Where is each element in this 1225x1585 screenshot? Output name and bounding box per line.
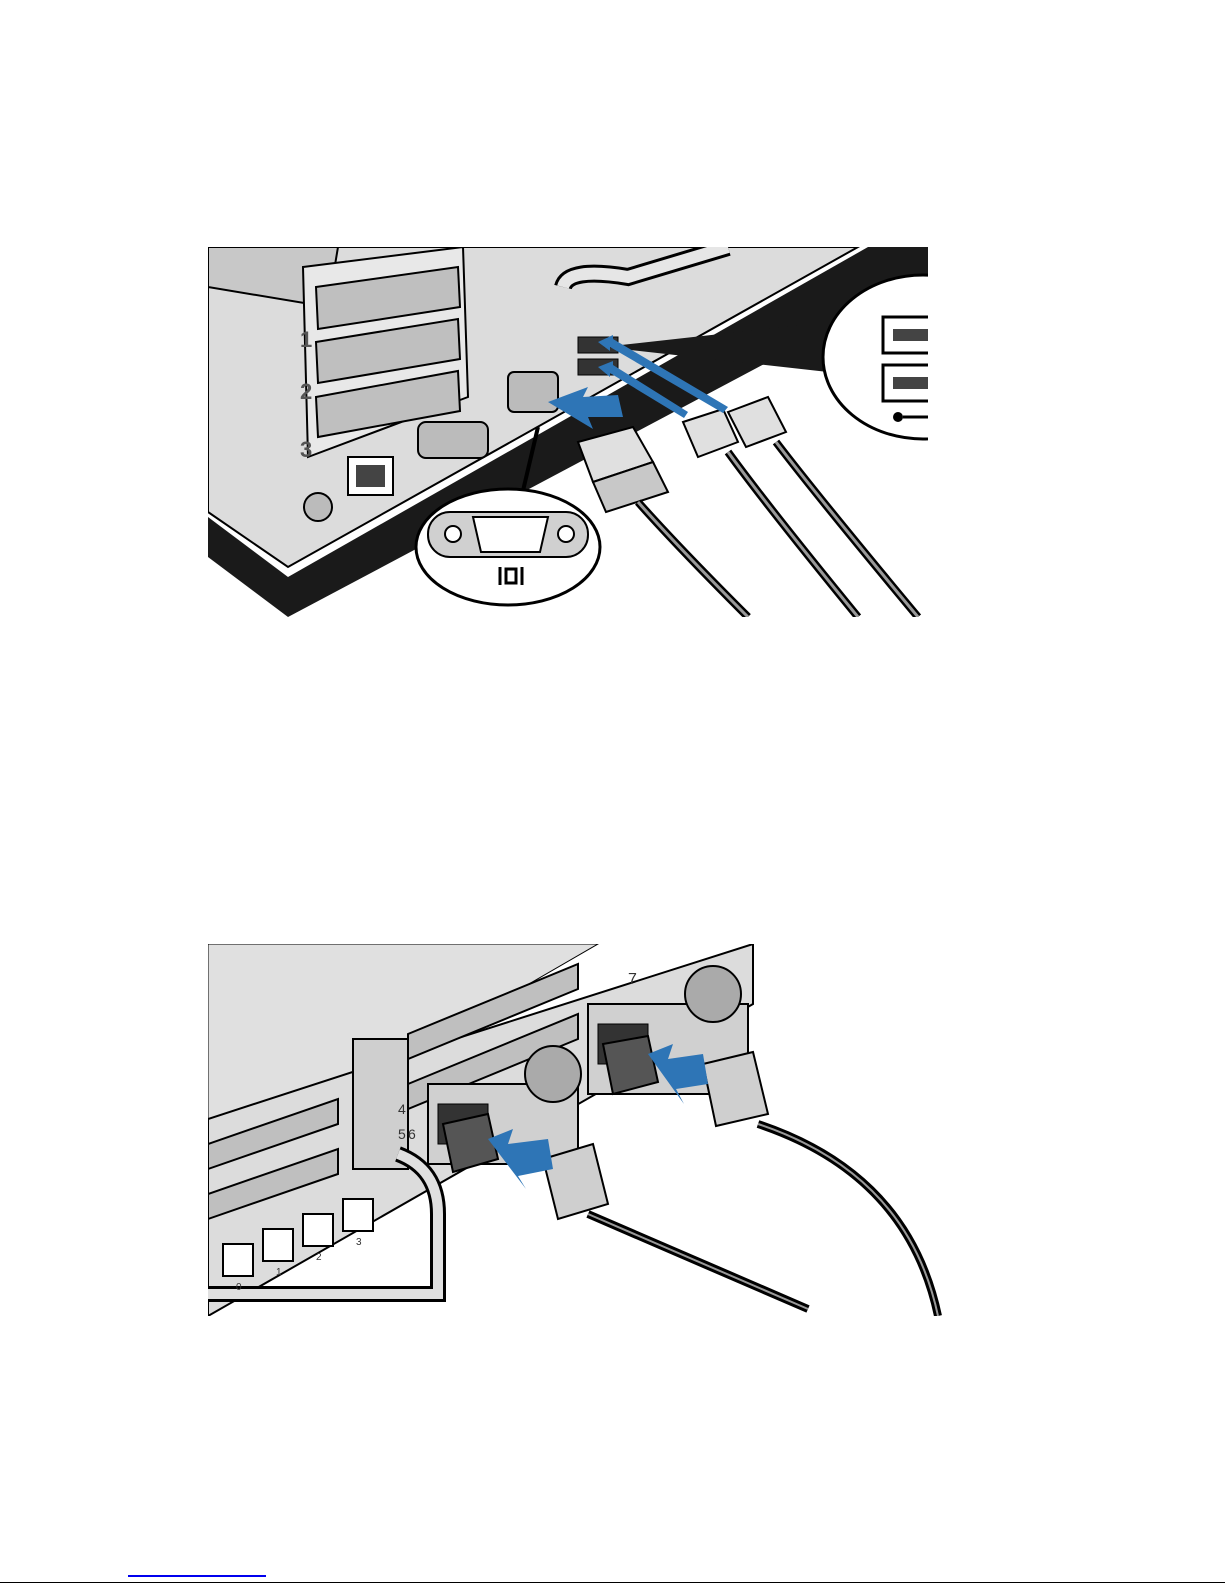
power-connection-illustration: 4 5 6 7 0 1 2 3 [208,944,948,1316]
slot-number-7: 7 [628,971,637,988]
nic-port-3 [343,1199,373,1231]
system-id-button [304,493,332,521]
pci-slots [316,267,460,437]
slot-number-4: 4 [398,1101,406,1117]
nic-label-0: 0 [236,1282,242,1293]
power-cord-2 [603,1036,938,1316]
vga-port [508,372,558,412]
slot-number-1: 1 [300,327,312,352]
vga-cable-plug [578,427,748,617]
power-svg: 4 5 6 7 0 1 2 3 [208,944,948,1316]
slot-number-5: 5 [398,1126,406,1142]
footer-rule [0,1582,1225,1583]
nic-label-3: 3 [356,1237,362,1248]
nic-port-0 [223,1244,253,1276]
slot-number-6: 6 [408,1126,416,1142]
nic-label-2: 2 [316,1252,322,1263]
video-usb-connection-illustration: 1 2 3 [208,247,928,617]
nic-port-2 [303,1214,333,1246]
nic-port-1 [263,1229,293,1261]
vga-port-icon [428,512,588,557]
slot-number-2: 2 [300,379,312,404]
nic-label-1: 1 [276,1267,282,1278]
footer-link-underline[interactable] [128,1575,266,1577]
video-usb-svg: 1 2 3 [208,247,928,617]
serial-port [418,422,488,458]
slot-number-3: 3 [300,437,312,462]
